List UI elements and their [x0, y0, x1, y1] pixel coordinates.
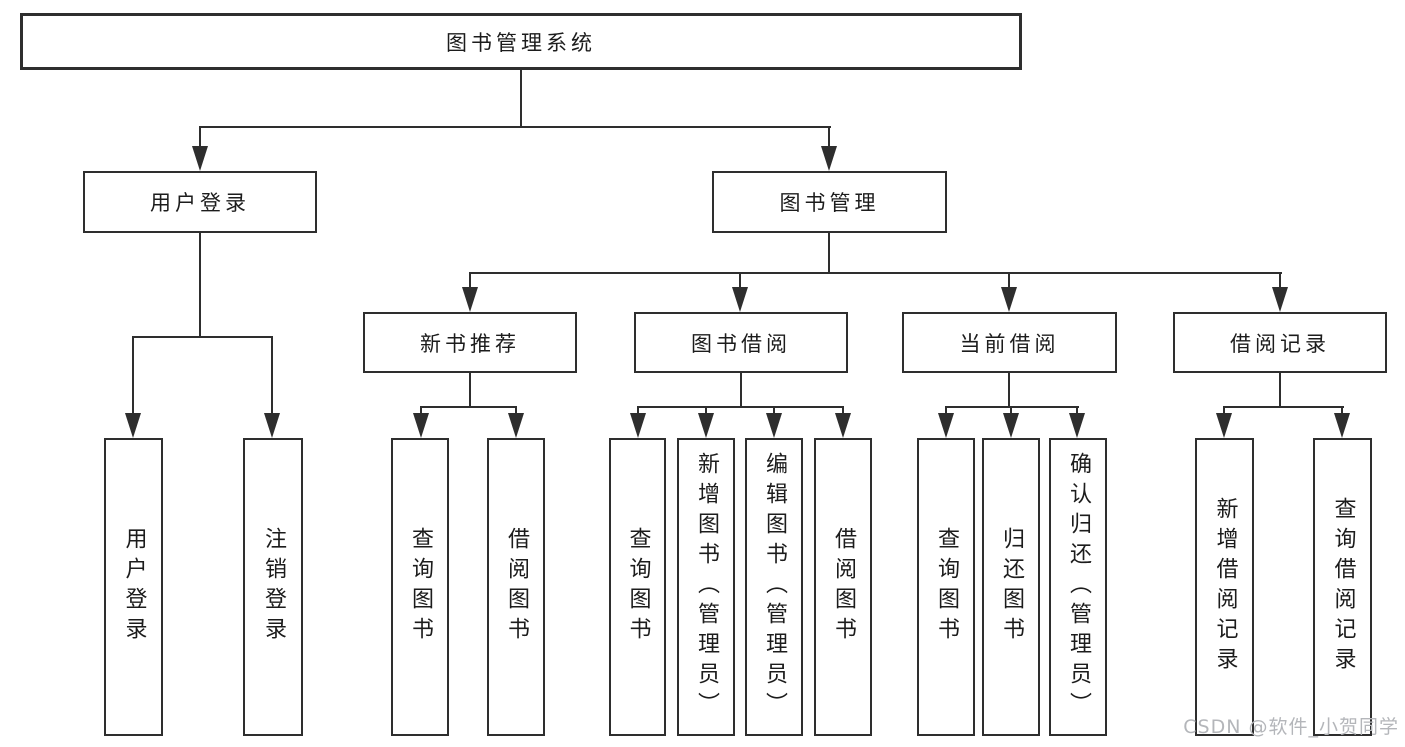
leaf-add-books-admin: 新增图书（管理员） — [677, 438, 735, 736]
node-root: 图书管理系统 — [20, 13, 1022, 70]
arrowhead-borrowing-records — [1272, 287, 1288, 312]
leaf-user-login-label: 用户登录 — [121, 527, 147, 647]
node-current-borrowing-label: 当前借阅 — [959, 331, 1060, 356]
connector-new-book-stem — [469, 373, 471, 408]
node-book-management-label: 图书管理 — [779, 191, 880, 215]
leaf-logout: 注销登录 — [243, 438, 303, 736]
node-book-borrowing: 图书借阅 — [634, 312, 848, 373]
leaf-query-books-2-label: 查询图书 — [625, 527, 651, 647]
leaf-add-borrow-record-label: 新增借阅记录 — [1212, 497, 1238, 677]
node-new-book-recommendation-label: 新书推荐 — [420, 331, 520, 356]
connector-drop-return-books — [1010, 406, 1012, 415]
connector-drop-query-borrow-record — [1341, 406, 1343, 415]
node-book-borrowing-label: 图书借阅 — [691, 331, 791, 356]
connector-drop-confirm-return — [1076, 406, 1078, 415]
leaf-borrow-books-1-label: 借阅图书 — [504, 527, 529, 647]
connector-root-stem — [520, 70, 522, 128]
leaf-borrow-books-1: 借阅图书 — [487, 438, 545, 736]
arrowhead-edit-books-admin — [766, 413, 782, 438]
leaf-return-books: 归还图书 — [982, 438, 1040, 736]
node-borrowing-records-label: 借阅记录 — [1230, 331, 1330, 356]
leaf-query-books-3: 查询图书 — [917, 438, 975, 736]
connector-drop-current-borrowing — [1008, 272, 1010, 289]
connector-book-management-stem — [828, 233, 830, 274]
arrowhead-add-books-admin — [698, 413, 714, 438]
connector-drop-query-books-2 — [637, 406, 639, 415]
connector-user-login-rail — [132, 336, 273, 338]
arrowhead-borrow-books-2 — [835, 413, 851, 438]
node-current-borrowing: 当前借阅 — [902, 312, 1117, 373]
csdn-watermark: CSDN @软件_小贺同学 — [1183, 716, 1399, 738]
connector-drop-add-books-admin — [705, 406, 707, 415]
leaf-borrow-books-2-label: 借阅图书 — [831, 527, 856, 647]
leaf-query-books-1: 查询图书 — [391, 438, 449, 736]
leaf-query-borrow-record-label: 查询借阅记录 — [1330, 497, 1356, 677]
leaf-edit-books-admin-label: 编辑图书（管理员） — [762, 452, 787, 722]
connector-current-borrowing-rail — [945, 406, 1079, 408]
arrowhead-book-management — [821, 146, 837, 171]
arrowhead-return-books — [1003, 413, 1019, 438]
leaf-add-borrow-record: 新增借阅记录 — [1195, 438, 1254, 736]
arrowhead-current-borrowing — [1001, 287, 1017, 312]
leaf-user-login: 用户登录 — [104, 438, 163, 736]
connector-drop-user-login — [199, 126, 201, 147]
leaf-confirm-return-admin-label: 确认归还（管理员） — [1066, 452, 1091, 722]
node-book-management: 图书管理 — [712, 171, 947, 233]
node-borrowing-records: 借阅记录 — [1173, 312, 1387, 373]
arrowhead-add-borrow-record — [1216, 413, 1232, 438]
arrowhead-new-book — [462, 287, 478, 312]
connector-drop-edit-books-admin — [773, 406, 775, 415]
leaf-confirm-return-admin: 确认归还（管理员） — [1049, 438, 1107, 736]
arrowhead-query-books-2 — [630, 413, 646, 438]
arrowhead-leaf-logout — [264, 413, 280, 438]
connector-drop-borrowing-records — [1279, 272, 1281, 289]
leaf-query-books-2: 查询图书 — [609, 438, 666, 736]
node-user-login-label: 用户登录 — [150, 191, 250, 215]
arrowhead-confirm-return — [1069, 413, 1085, 438]
connector-drop-borrow-books-2 — [842, 406, 844, 415]
connector-book-borrowing-stem — [740, 373, 742, 408]
leaf-logout-label: 注销登录 — [261, 527, 286, 647]
connector-borrowing-records-stem — [1279, 373, 1281, 408]
connector-current-borrowing-stem — [1008, 373, 1010, 408]
node-new-book-recommendation: 新书推荐 — [363, 312, 577, 373]
arrowhead-borrow-books-1 — [508, 413, 524, 438]
connector-root-rail — [199, 126, 831, 128]
connector-new-book-rail — [420, 406, 517, 408]
connector-user-login-stem — [199, 233, 201, 338]
connector-drop-new-book — [469, 272, 471, 289]
node-root-label: 图书管理系统 — [446, 30, 596, 55]
connector-drop-book-management — [828, 126, 830, 147]
leaf-borrow-books-2: 借阅图书 — [814, 438, 872, 736]
arrowhead-query-borrow-record — [1334, 413, 1350, 438]
arrowhead-query-books-1 — [413, 413, 429, 438]
connector-book-borrowing-rail — [637, 406, 844, 408]
arrowhead-user-login — [192, 146, 208, 171]
connector-drop-book-borrowing — [739, 272, 741, 289]
leaf-edit-books-admin: 编辑图书（管理员） — [745, 438, 803, 736]
node-user-login: 用户登录 — [83, 171, 317, 233]
leaf-add-books-admin-label: 新增图书（管理员） — [694, 452, 719, 722]
leaf-query-books-1-label: 查询图书 — [408, 527, 433, 647]
leaf-query-borrow-record: 查询借阅记录 — [1313, 438, 1372, 736]
connector-book-management-rail — [469, 272, 1282, 274]
connector-drop-query-books-1 — [420, 406, 422, 415]
connector-drop-leaf-user-login — [132, 336, 134, 414]
connector-drop-query-books-3 — [945, 406, 947, 415]
connector-drop-add-borrow-record — [1223, 406, 1225, 415]
arrowhead-book-borrowing — [732, 287, 748, 312]
connector-drop-leaf-logout — [271, 336, 273, 414]
leaf-query-books-3-label: 查询图书 — [934, 527, 959, 647]
leaf-return-books-label: 归还图书 — [999, 527, 1024, 647]
connector-drop-borrow-books-1 — [515, 406, 517, 415]
arrowhead-query-books-3 — [938, 413, 954, 438]
arrowhead-leaf-user-login — [125, 413, 141, 438]
connector-borrowing-records-rail — [1223, 406, 1344, 408]
